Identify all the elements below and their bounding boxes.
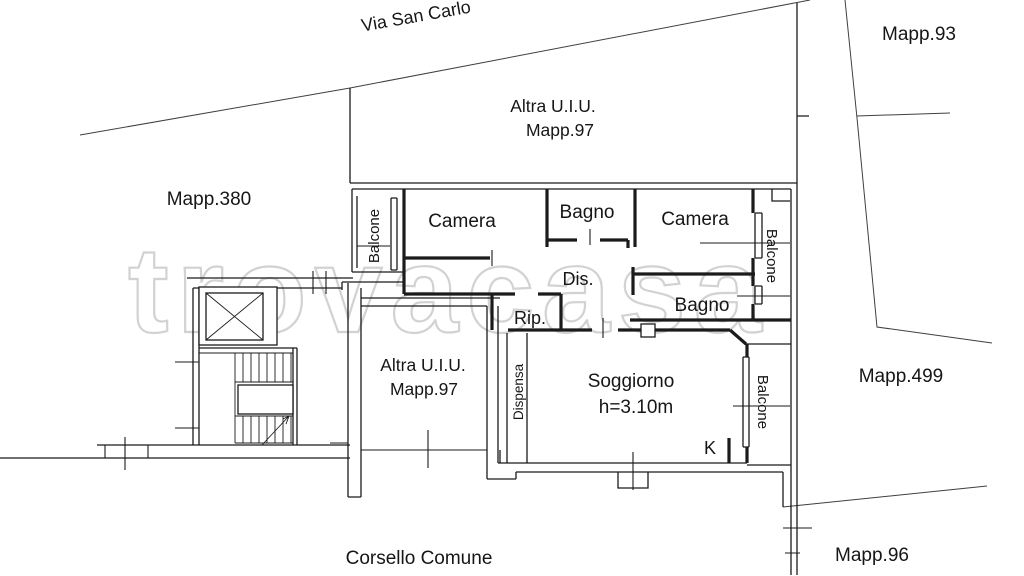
other-unit-top-label-line1: Altra U.I.U.	[510, 96, 596, 116]
other-unit-lower-label-line2: Mapp.97	[390, 379, 458, 399]
room-label-soggiorno-height: h=3.10m	[599, 397, 673, 418]
room-label-bagno-lower: Bagno	[675, 295, 730, 316]
stair-cut-arrow	[261, 415, 290, 446]
room-label-camera-right: Camera	[661, 209, 729, 230]
stair-handrail	[237, 384, 294, 415]
room-label-soggiorno: Soggiorno	[588, 371, 675, 392]
parcel-boundary-right	[844, 0, 993, 344]
room-label-bagno-top: Bagno	[560, 202, 615, 223]
parcel-label-right: Mapp.499	[859, 366, 944, 387]
room-label-ripostiglio: Rip.	[514, 308, 546, 328]
parcel-label-bottom-right: Mapp.96	[835, 545, 909, 566]
labels-layer: Via San Carlo Mapp.93 Mapp.380 Mapp.499 …	[167, 0, 956, 569]
room-label-balcone-left: Balcone	[366, 209, 383, 263]
parcel-label-top-right: Mapp.93	[882, 24, 956, 45]
parcel-label-left: Mapp.380	[167, 189, 252, 210]
room-label-balcone-right: Balcone	[763, 229, 780, 283]
elevator-x-icon	[205, 292, 264, 341]
other-unit-top-label-line2: Mapp.97	[526, 120, 594, 140]
other-unit-lower-label-line1: Altra U.I.U.	[380, 355, 466, 375]
room-label-balcone-bottom: Balcone	[754, 375, 771, 429]
flue-square-symbol	[640, 323, 656, 338]
parcel-divider-top-right	[856, 112, 951, 117]
elevator-shaft	[198, 286, 278, 346]
room-label-disimpegno: Dis.	[563, 269, 594, 289]
room-label-kitchen: K	[704, 438, 716, 458]
parcel-boundary-bottom-right	[782, 485, 988, 508]
room-label-dispensa: Dispensa	[511, 363, 526, 420]
staircase	[199, 347, 298, 446]
street-label: Via San Carlo	[360, 0, 473, 36]
room-label-camera-left: Camera	[428, 211, 496, 232]
common-corridor-label: Corsello Comune	[346, 548, 493, 569]
walls-layer	[0, 3, 812, 575]
